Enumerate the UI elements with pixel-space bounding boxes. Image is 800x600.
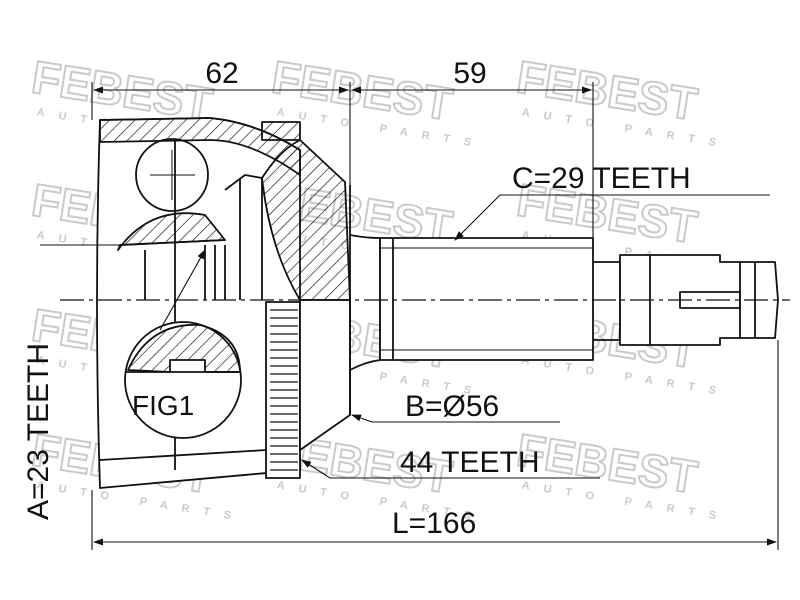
spline-a-label: A=23 TEETH [22, 343, 55, 520]
dim-62-label: 62 [205, 57, 238, 90]
abs-ring-teeth [270, 309, 298, 471]
diameter-b-label: B=Ø56 [405, 390, 499, 423]
boot-clamp [261, 121, 301, 141]
abs-teeth-label: 44 TEETH [400, 446, 540, 479]
spline-shaft-c [379, 237, 594, 361]
dimension-lines [40, 82, 779, 550]
leader-44 [301, 459, 600, 479]
inner-ball [135, 138, 209, 212]
leader-b [351, 414, 560, 423]
leader-fig1 [159, 249, 206, 331]
spline-c-label: C=29 TEETH [512, 162, 691, 195]
part-outline [96, 117, 779, 489]
labels: 62 59 C=29 TEETH B=Ø56 44 TEETH L=166 FI… [22, 57, 691, 540]
neck [299, 299, 351, 451]
overall-length-label: L=166 [392, 507, 476, 540]
dim-59-label: 59 [453, 57, 486, 90]
leader-c [454, 194, 770, 241]
fig1-label: FIG1 [132, 390, 194, 421]
